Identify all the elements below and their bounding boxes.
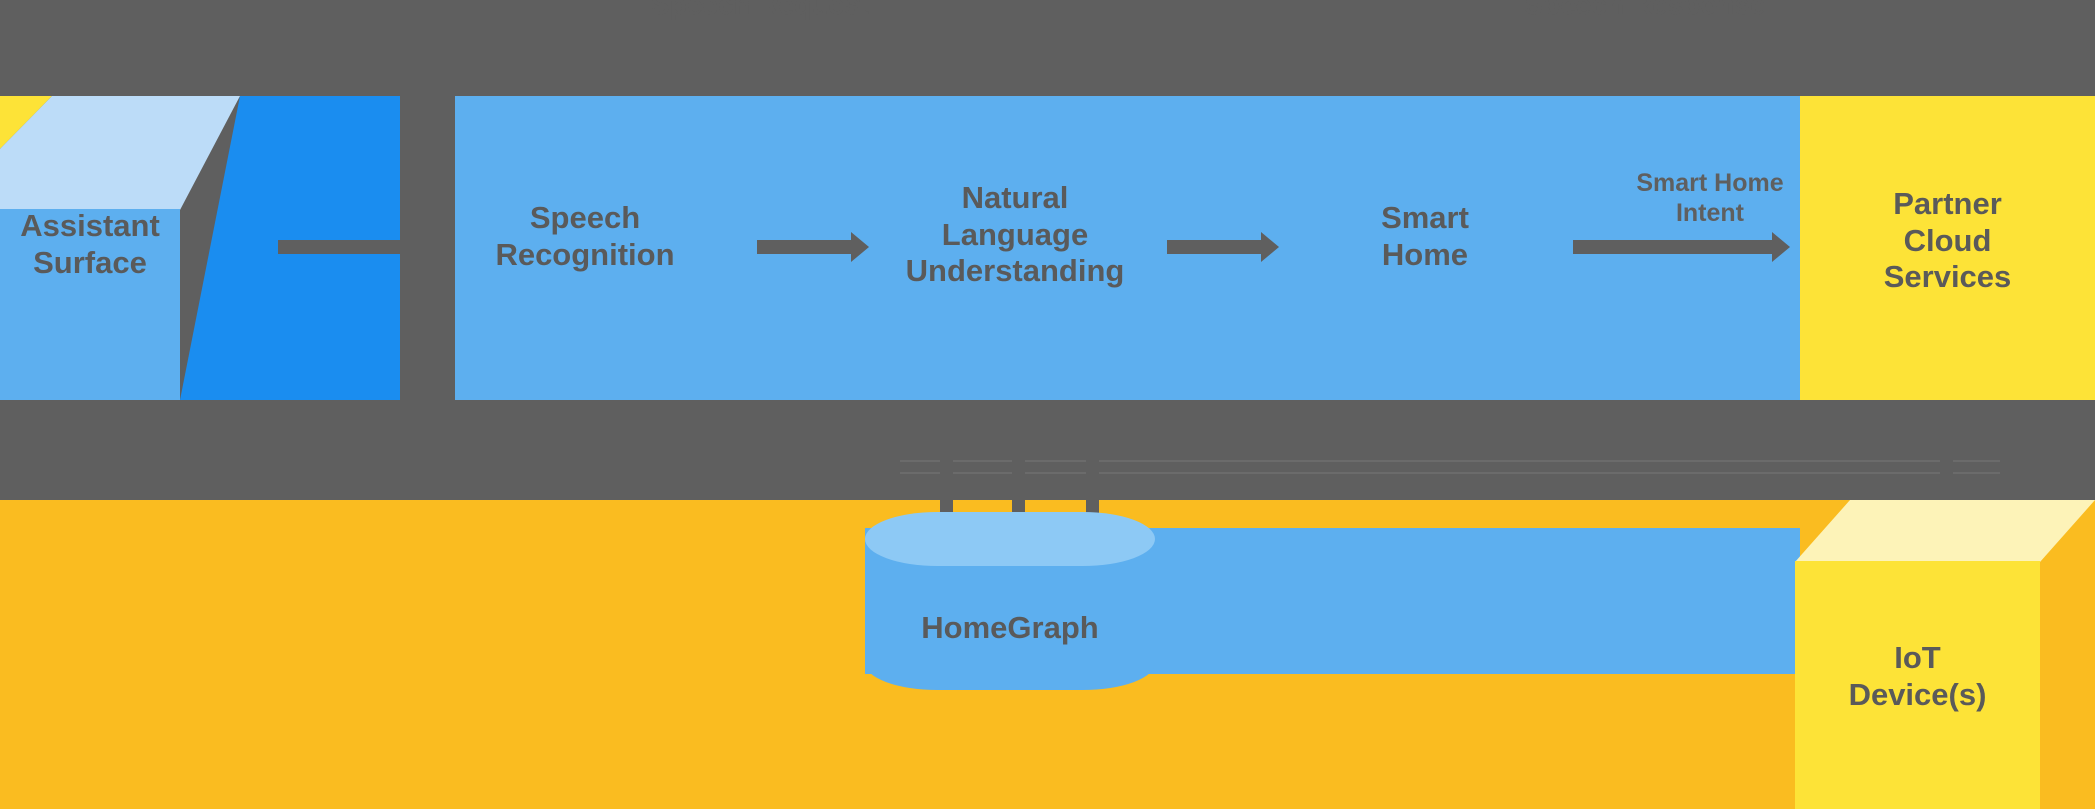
iot-box-front (1795, 561, 2040, 809)
connector-hairline (900, 472, 2000, 474)
speech-response-caption: Speech Response (1524, 0, 1766, 20)
smart-home-intent-caption: Smart Home Intent (1636, 169, 1784, 227)
natural-language-understanding-label: Natural Language Understanding (905, 180, 1125, 289)
partner-cloud-services-label: Partner Cloud Services (1883, 186, 2012, 295)
arrow-surface-to-speech-recognition (278, 232, 445, 262)
arrow-smart-home-to-homegraph-3 (1076, 460, 1108, 541)
speech-recognition-label: Speech Recognition (495, 200, 675, 272)
iot-devices-label: IoT Device(s) (1848, 640, 1987, 712)
arrow-smart-home-to-homegraph-1 (930, 460, 962, 541)
mid-gutter (0, 400, 2095, 500)
surface-box-front (0, 209, 180, 400)
surface-box-top (0, 96, 240, 210)
iot-devices-node[interactable] (1795, 500, 2095, 809)
smart-home-label: Smart Home (1381, 200, 1469, 272)
assistant-surface-label: Assistant Surface (20, 208, 160, 280)
iot-box-top (1795, 500, 2095, 562)
homegraph-node[interactable] (865, 512, 1155, 690)
homegraph-cylinder-top (865, 512, 1155, 566)
arrow-smart-home-to-partner-cloud (1573, 232, 1790, 262)
arrow-smart-home-to-homegraph-2 (1002, 460, 1034, 541)
connector-hairline (900, 460, 2000, 462)
arrow-nlu-to-smart-home (1167, 232, 1279, 262)
partner-cloud-panel (1800, 96, 2095, 400)
arrow-speech-recognition-to-nlu (757, 232, 869, 262)
speech-request-caption: Speech Request (651, 0, 869, 20)
homegraph-label: HomeGraph (921, 610, 1099, 645)
